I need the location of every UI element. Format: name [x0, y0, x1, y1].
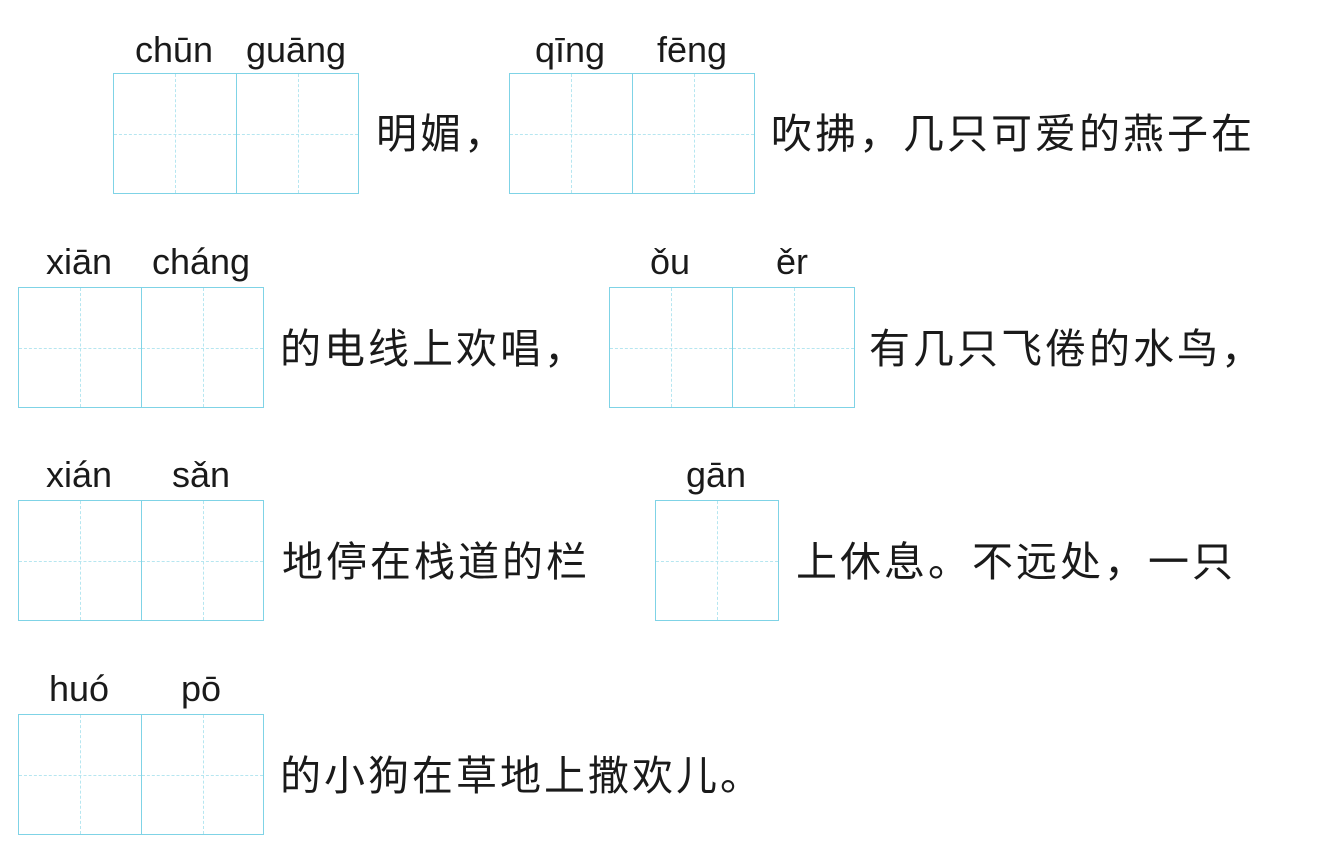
sentence-text: 的电线上欢唱，: [280, 325, 588, 373]
pinyin-xian: xiān: [45, 241, 113, 282]
pinyin-er: ěr: [775, 241, 808, 282]
answer-cell[interactable]: [510, 74, 632, 193]
sentence-text: 上休息。不远处，一只: [796, 538, 1236, 586]
answer-cell[interactable]: [236, 74, 358, 193]
pinyin-feng: fēng: [656, 29, 728, 70]
sentence-text: 地停在栈道的栏: [282, 538, 590, 586]
answer-cell[interactable]: [19, 501, 141, 620]
answer-cell[interactable]: [732, 288, 854, 407]
answer-cell[interactable]: [141, 501, 263, 620]
pinyin-huo: huó: [48, 668, 110, 709]
answer-cell[interactable]: [632, 74, 754, 193]
answer-cell[interactable]: [141, 715, 263, 834]
answer-grid-ou-er[interactable]: [609, 287, 855, 408]
pinyin-chang: cháng: [151, 241, 251, 282]
sentence-text: 吹拂，几只可爱的燕子在: [771, 110, 1255, 158]
answer-grid-xian-chang[interactable]: [18, 287, 264, 408]
answer-cell[interactable]: [610, 288, 732, 407]
pinyin-guang: guāng: [245, 29, 347, 70]
sentence-text: 有几只飞倦的水鸟，: [869, 325, 1265, 373]
answer-cell[interactable]: [114, 74, 236, 193]
pinyin-xian2: xián: [45, 454, 113, 495]
answer-cell[interactable]: [19, 288, 141, 407]
sentence-text: 明媚，: [376, 110, 508, 158]
answer-grid-xian-san[interactable]: [18, 500, 264, 621]
sentence-text: 的小狗在草地上撒欢儿。: [280, 752, 764, 800]
pinyin-qing: qīng: [534, 29, 606, 70]
pinyin-chun: chūn: [134, 29, 214, 70]
answer-cell[interactable]: [656, 501, 778, 620]
answer-cell[interactable]: [141, 288, 263, 407]
pinyin-gan: gān: [685, 454, 747, 495]
answer-grid-huo-po[interactable]: [18, 714, 264, 835]
answer-grid-gan[interactable]: [655, 500, 779, 621]
pinyin-san: sǎn: [171, 454, 231, 495]
pinyin-ou: ǒu: [649, 241, 691, 282]
pinyin-po: pō: [180, 668, 222, 709]
answer-grid-chun-guang[interactable]: [113, 73, 359, 194]
answer-cell[interactable]: [19, 715, 141, 834]
answer-grid-qing-feng[interactable]: [509, 73, 755, 194]
